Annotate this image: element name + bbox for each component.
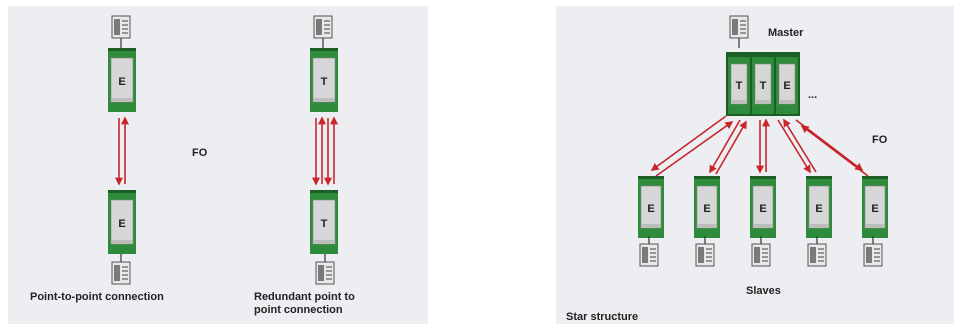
redundant-caption-line1: Redundant point to	[254, 291, 355, 303]
device-icon	[729, 15, 749, 48]
module-face	[730, 63, 748, 105]
module-face	[312, 57, 336, 103]
module-face	[754, 63, 772, 105]
module-face	[110, 199, 134, 245]
fo-module-top-t: T	[310, 48, 338, 112]
module-face	[312, 199, 336, 245]
fo-module-bottom-t: T	[310, 190, 338, 254]
module-face	[640, 185, 662, 229]
module-letter: T	[760, 80, 767, 92]
module-letter: E	[759, 203, 766, 215]
module-top-strip	[752, 54, 774, 57]
module-top-strip	[862, 176, 888, 179]
module-top-strip	[806, 176, 832, 179]
device-panel	[318, 265, 324, 281]
module-slot	[755, 100, 771, 103]
module-top-strip	[776, 54, 798, 57]
device-icon	[111, 254, 131, 285]
module-top-strip	[108, 190, 136, 193]
device-panel	[754, 247, 760, 263]
module-face	[696, 185, 718, 229]
module-slot	[111, 240, 133, 243]
device-icon	[315, 254, 335, 285]
slave-module-4: E	[806, 176, 832, 238]
module-slot	[779, 100, 795, 103]
module-slot	[641, 224, 661, 227]
module-letter: E	[118, 76, 125, 88]
fiber-arrow	[715, 120, 747, 175]
module-letter: E	[871, 203, 878, 215]
module-top-strip	[108, 48, 136, 51]
module-top-strip	[694, 176, 720, 179]
slaves-label: Slaves	[746, 285, 781, 297]
module-slot	[753, 224, 773, 227]
slave-module-3: E	[750, 176, 776, 238]
point-to-point-caption: Point-to-point connection	[30, 291, 164, 303]
device-panel	[642, 247, 648, 263]
master-module-2: T	[752, 54, 774, 114]
module-top-strip	[310, 48, 338, 51]
fiber-arrow	[800, 125, 869, 177]
device-icon	[111, 15, 131, 48]
fiber-arrow	[777, 119, 811, 174]
module-letter: E	[118, 218, 125, 230]
fiber-arrow	[650, 115, 727, 171]
module-top-strip	[728, 54, 750, 57]
slave-module-2: E	[694, 176, 720, 238]
left-panel-background	[8, 6, 428, 324]
fo-module-top-e: E	[108, 48, 136, 112]
module-face	[110, 57, 134, 103]
module-slot	[111, 98, 133, 101]
module-letter: T	[321, 76, 328, 88]
module-top-strip	[638, 176, 664, 179]
module-top-strip	[750, 176, 776, 179]
ellipsis-label: ...	[808, 89, 817, 101]
fo-label: FO	[192, 147, 208, 159]
module-letter: E	[815, 203, 822, 215]
device-icon	[863, 236, 883, 267]
redundant-caption-line2: point connection	[254, 304, 343, 316]
slave-module-5: E	[862, 176, 888, 238]
module-face	[778, 63, 796, 105]
module-slot	[809, 224, 829, 227]
device-panel	[866, 247, 872, 263]
module-face	[808, 185, 830, 229]
fiber-arrow	[709, 119, 741, 174]
star-structure-caption: Star structure	[566, 311, 638, 323]
module-letter: T	[736, 80, 743, 92]
device-panel	[316, 19, 322, 35]
module-slot	[731, 100, 747, 103]
module-letter: E	[783, 80, 790, 92]
module-top-strip	[310, 190, 338, 193]
module-face	[864, 185, 886, 229]
device-panel	[810, 247, 816, 263]
fo-module-bottom-e: E	[108, 190, 136, 254]
module-letter: E	[647, 203, 654, 215]
fiber-arrow	[783, 118, 817, 173]
master-module-1: T	[728, 54, 750, 114]
module-letter: T	[321, 218, 328, 230]
master-module-3: E	[776, 54, 798, 114]
device-panel	[732, 19, 738, 35]
device-panel	[114, 265, 120, 281]
device-icon	[807, 236, 827, 267]
fo-label: FO	[872, 134, 888, 146]
star-fiber-links	[650, 115, 869, 177]
slave-module-1: E	[638, 176, 664, 238]
master-label: Master	[768, 27, 804, 39]
device-panel	[114, 19, 120, 35]
device-icon	[695, 236, 715, 267]
module-slot	[697, 224, 717, 227]
device-panel	[698, 247, 704, 263]
device-icon	[751, 236, 771, 267]
device-icon	[639, 236, 659, 267]
module-letter: E	[703, 203, 710, 215]
module-slot	[313, 240, 335, 243]
device-icon	[313, 15, 333, 48]
module-slot	[313, 98, 335, 101]
fiber-arrow	[655, 121, 734, 177]
module-slot	[865, 224, 885, 227]
module-face	[752, 185, 774, 229]
